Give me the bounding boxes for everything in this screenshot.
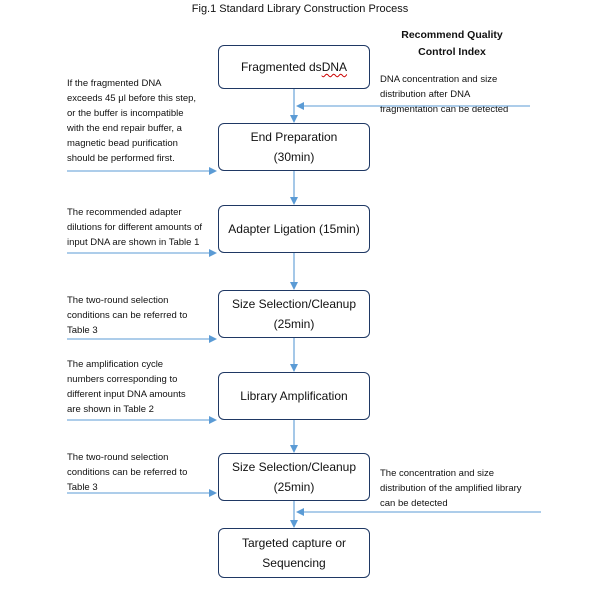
- note-line: or the buffer is incompatible: [67, 108, 184, 119]
- note-amplified-library-qc: The concentration and size distribution …: [380, 466, 550, 511]
- quality-header-line-2: Control Index: [418, 46, 486, 58]
- figure-title: Fig.1 Standard Library Construction Proc…: [191, 3, 409, 15]
- note-library-amplification: The amplification cycle numbers correspo…: [67, 357, 217, 417]
- step-4-line-1: Size Selection/Cleanup: [231, 297, 357, 311]
- step-3-line-1: Adapter Ligation (15min): [228, 222, 360, 236]
- step-7-line-1: Targeted capture or: [241, 536, 347, 550]
- step-7-line-2: Sequencing: [262, 556, 326, 570]
- note-line: different input DNA amounts: [67, 389, 186, 400]
- step-1-text-b: DNA: [321, 60, 348, 74]
- note-line: Table 3: [67, 482, 98, 493]
- note-line: distribution of the amplified library: [380, 483, 522, 494]
- note-size-selection-1: The two-round selection conditions can b…: [67, 293, 217, 338]
- note-line: conditions can be referred to: [67, 310, 188, 321]
- note-adapter-ligation: The recommended adapter dilutions for di…: [67, 205, 217, 250]
- note-line: magnetic bead purification: [67, 138, 178, 149]
- note-line: The concentration and size: [380, 468, 495, 479]
- step-end-preparation: End Preparation (30min): [218, 123, 370, 171]
- step-library-amplification: Library Amplification: [218, 372, 370, 420]
- note-line: The amplification cycle: [67, 359, 164, 370]
- note-line: dilutions for different amounts of: [67, 222, 203, 233]
- note-line: The recommended adapter: [67, 207, 182, 218]
- step-6-line-1: Size Selection/Cleanup: [231, 460, 357, 474]
- step-6-line-2: (25min): [273, 480, 315, 494]
- note-end-preparation: If the fragmented DNA exceeds 45 μl befo…: [67, 76, 217, 166]
- note-size-selection-2: The two-round selection conditions can b…: [67, 450, 217, 495]
- note-line: Table 3: [67, 325, 98, 336]
- note-line: with the end repair buffer, a: [67, 123, 182, 134]
- step-targeted-capture: Targeted capture or Sequencing: [218, 528, 370, 578]
- note-line: fragmentation can be detected: [380, 104, 509, 115]
- note-line: If the fragmented DNA: [67, 78, 162, 89]
- step-size-selection-1: Size Selection/Cleanup (25min): [218, 290, 370, 338]
- note-line: input DNA are shown in Table 1: [67, 237, 200, 248]
- note-line: numbers corresponding to: [67, 374, 178, 385]
- note-fragmentation-qc: DNA concentration and size distribution …: [380, 72, 530, 117]
- note-line: The two-round selection: [67, 295, 169, 306]
- note-line: are shown in Table 2: [67, 404, 154, 415]
- note-line: DNA concentration and size: [380, 74, 498, 85]
- step-size-selection-2: Size Selection/Cleanup (25min): [218, 453, 370, 501]
- step-2-line-2: (30min): [273, 150, 315, 164]
- note-line: can be detected: [380, 498, 448, 509]
- step-2-line-1: End Preparation: [250, 130, 338, 144]
- quality-control-header: Recommend Quality Control Index: [392, 27, 512, 61]
- note-line: distribution after DNA: [380, 89, 471, 100]
- note-line: conditions can be referred to: [67, 467, 188, 478]
- step-fragmented-dsdna: Fragmented dsDNA: [218, 45, 370, 89]
- step-5-line-1: Library Amplification: [240, 389, 348, 403]
- step-adapter-ligation: Adapter Ligation (15min): [218, 205, 370, 253]
- step-1-text-a: Fragmented ds: [240, 60, 322, 74]
- step-4-line-2: (25min): [273, 317, 315, 331]
- quality-header-line-1: Recommend Quality: [401, 29, 503, 41]
- note-line: exceeds 45 μl before this step,: [67, 93, 197, 104]
- note-line: should be performed first.: [67, 153, 175, 164]
- note-line: The two-round selection: [67, 452, 169, 463]
